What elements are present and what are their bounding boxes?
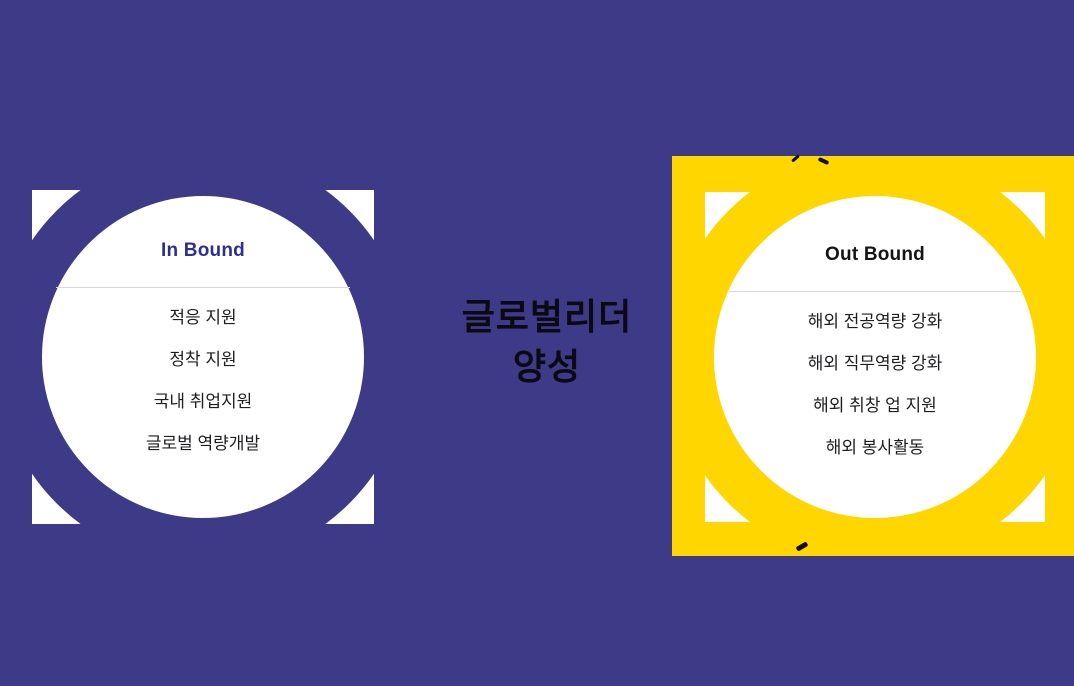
center-headline-line2: 양성 xyxy=(512,346,582,388)
inbound-content: In Bound 적응 지원 정착 지원 국내 취업지원 글로벌 역량개발 xyxy=(32,190,374,524)
center-headline-line1: 글로벌리더 xyxy=(461,296,633,337)
inbound-panel: In Bound 적응 지원 정착 지원 국내 취업지원 글로벌 역량개발 xyxy=(32,190,374,524)
outbound-divider xyxy=(728,291,1022,292)
inbound-item: 국내 취업지원 xyxy=(153,392,253,411)
inbound-divider xyxy=(55,287,351,288)
inbound-title: In Bound xyxy=(161,240,245,261)
outbound-title: Out Bound xyxy=(825,244,925,265)
inbound-ring xyxy=(32,190,374,524)
outbound-item: 해외 취창 업 지원 xyxy=(813,396,937,415)
outbound-item: 해외 전공역량 강화 xyxy=(807,312,943,331)
inbound-item: 적응 지원 xyxy=(169,308,237,327)
center-headline: 글로벌리더 양성 xyxy=(434,292,660,393)
outbound-item: 해외 직무역량 강화 xyxy=(807,354,943,373)
outbound-item: 해외 봉사활동 xyxy=(825,438,925,457)
outbound-content: Out Bound 해외 전공역량 강화 해외 직무역량 강화 해외 취창 업 … xyxy=(705,192,1045,522)
inbound-item: 정착 지원 xyxy=(169,350,237,369)
outbound-panel: Out Bound 해외 전공역량 강화 해외 직무역량 강화 해외 취창 업 … xyxy=(672,156,1074,556)
inbound-item: 글로벌 역량개발 xyxy=(145,434,261,453)
